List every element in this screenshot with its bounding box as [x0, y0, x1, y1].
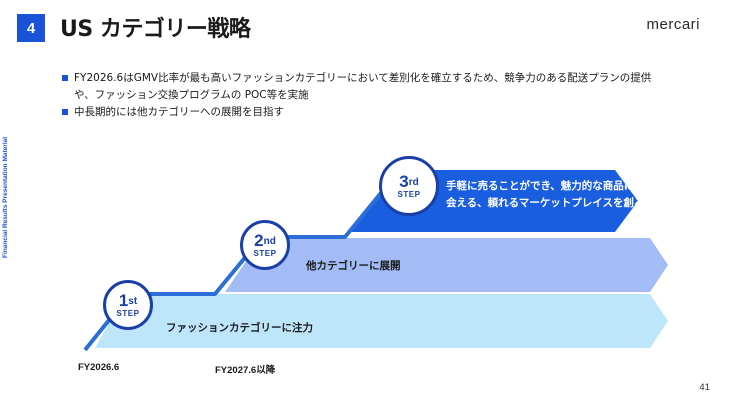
bullet-continuation: や、ファッション交換プログラムの POC等を実施 [74, 89, 309, 101]
band-step-1 [95, 294, 668, 348]
page-title: US カテゴリー戦略 [60, 17, 251, 42]
step-2-label: 他カテゴリーに展開 [306, 260, 401, 272]
step-1-suffix: st [128, 296, 138, 307]
step-2-word: STEP [253, 249, 277, 258]
square-bullet-icon [62, 109, 68, 115]
step-1-circle: 1st STEP [103, 280, 153, 330]
step-3-label: 手軽に売ることができ、魅力的な商品に出会える、頼れるマーケットプレイスを創る [446, 180, 645, 209]
step-2-number: 2 [254, 231, 264, 250]
step-3-number: 3 [399, 172, 409, 191]
step-3-circle: 3rd STEP [379, 156, 439, 216]
page-number: 41 [699, 382, 710, 393]
step-1-label: ファッションカテゴリーに注力 [166, 322, 313, 334]
step-1-number: 1 [118, 291, 129, 310]
timeline-fy2-label: FY2027.6以降 [215, 365, 276, 376]
band-step-2 [225, 238, 668, 292]
mercari-logo: mercari [646, 16, 700, 33]
step-3-suffix: rd [408, 177, 419, 188]
step-1-word: STEP [116, 309, 140, 318]
bullet-text: FY2026.6はGMV比率が最も高いファッションカテゴリーにおいて差別化を確立… [74, 72, 652, 84]
bullet-item: 中長期的には他カテゴリーへの展開を目指す [62, 104, 682, 121]
step-2-circle: 2nd STEP [240, 220, 290, 270]
bullet-text: 中長期的には他カテゴリーへの展開を目指す [74, 106, 284, 118]
step-2-suffix: nd [263, 236, 276, 247]
timeline-fy1-label: FY2026.6 [78, 362, 120, 373]
bullet-item: FY2026.6はGMV比率が最も高いファッションカテゴリーにおいて差別化を確立… [62, 70, 682, 87]
bullet-list: FY2026.6はGMV比率が最も高いファッションカテゴリーにおいて差別化を確立… [62, 70, 682, 121]
section-number-badge: 4 [17, 14, 45, 42]
step-3-word: STEP [397, 190, 421, 199]
square-bullet-icon [62, 75, 68, 81]
